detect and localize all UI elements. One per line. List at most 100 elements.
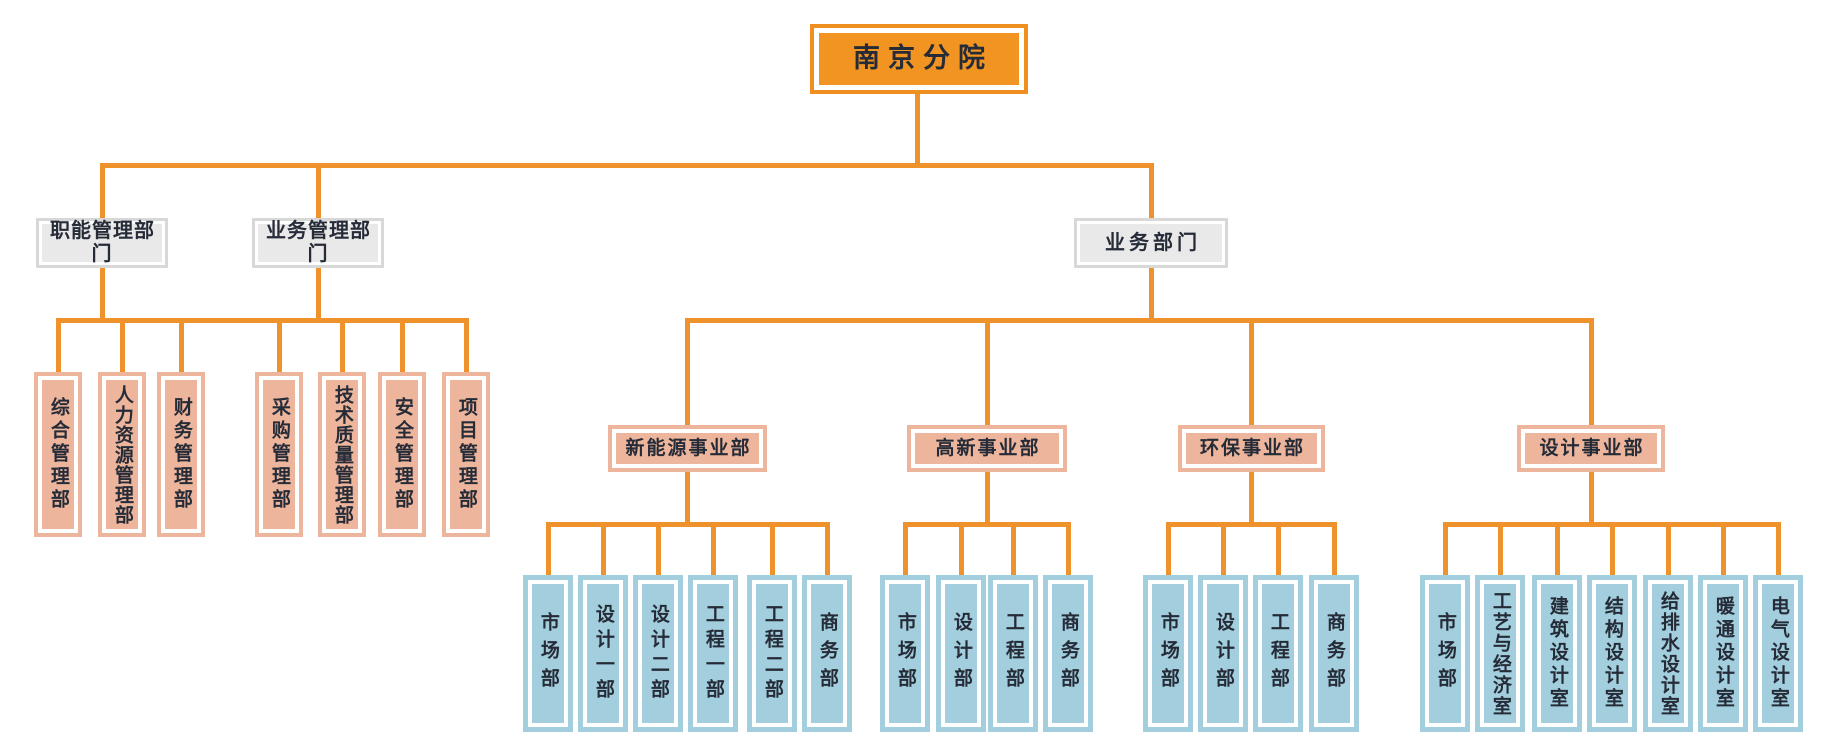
- connector-line-horizontal: [902, 522, 1071, 527]
- org-node-dept: 设计部: [1198, 575, 1248, 732]
- connector-line-horizontal: [545, 522, 830, 527]
- org-node-dept: 暖通设计室: [1698, 575, 1748, 732]
- org-node-branch: 职能管理部门: [36, 218, 168, 268]
- connector-line-vertical: [99, 268, 105, 323]
- org-node-branch: 业务部门: [1074, 218, 1228, 268]
- connector-line-vertical: [339, 318, 345, 372]
- connector-line-vertical: [463, 318, 469, 372]
- org-node-dept: 人力资源管理部: [98, 372, 146, 537]
- org-node-branch: 业务管理部门: [252, 218, 384, 268]
- connector-line-vertical: [1442, 522, 1448, 575]
- org-node-dept: 综合管理部: [34, 372, 82, 537]
- org-node-dept: 工程部: [1253, 575, 1303, 732]
- connector-line-vertical: [1665, 522, 1671, 575]
- org-node-dept: 给排水设计室: [1643, 575, 1693, 732]
- connector-line-vertical: [958, 522, 964, 575]
- node-label: 南京分院: [853, 43, 993, 74]
- connector-line-vertical: [1497, 522, 1503, 575]
- connector-line-vertical: [545, 522, 551, 575]
- node-label: 人力资源管理部: [111, 384, 133, 525]
- node-label: 技术质量管理部: [331, 384, 353, 525]
- node-label: 职能管理部门: [50, 220, 155, 265]
- connector-line-vertical: [984, 472, 990, 527]
- connector-line-vertical: [1588, 472, 1594, 527]
- node-label: 市场部: [537, 611, 559, 696]
- org-node-dept: 工程部: [988, 575, 1038, 732]
- node-label: 财务管理部: [170, 397, 192, 512]
- org-node-dept: 设计部: [936, 575, 986, 732]
- node-label: 工艺与经济室: [1489, 590, 1511, 717]
- connector-line-vertical: [315, 163, 321, 218]
- connector-line-horizontal: [1165, 522, 1337, 527]
- connector-line-vertical: [399, 318, 405, 372]
- connector-line-vertical: [1010, 522, 1016, 575]
- connector-line-vertical: [1331, 522, 1337, 575]
- node-label: 设计部: [950, 611, 972, 696]
- node-label: 工程部: [1267, 611, 1289, 696]
- connector-line-vertical: [710, 522, 716, 575]
- connector-line-vertical: [1775, 522, 1781, 575]
- connector-line-vertical: [55, 318, 61, 372]
- connector-line-vertical: [824, 522, 830, 575]
- node-label: 商务部: [1057, 611, 1079, 696]
- org-node-division: 设计事业部: [1517, 425, 1665, 472]
- node-label: 项目管理部: [455, 397, 477, 512]
- org-node-dept: 市场部: [1420, 575, 1470, 732]
- node-label: 综合管理部: [47, 397, 69, 512]
- org-node-dept: 工艺与经济室: [1475, 575, 1525, 732]
- node-label: 建筑设计室: [1546, 596, 1568, 711]
- org-node-division: 高新事业部: [907, 425, 1067, 472]
- connector-line-vertical: [99, 163, 105, 218]
- connector-line-vertical: [1249, 472, 1254, 527]
- connector-line-vertical: [1220, 522, 1226, 575]
- org-node-dept: 市场部: [1143, 575, 1193, 732]
- node-label: 商务部: [816, 611, 838, 696]
- node-label: 工程二部: [761, 603, 783, 704]
- org-node-dept: 市场部: [523, 575, 573, 732]
- connector-line-vertical: [902, 522, 908, 575]
- connector-line-vertical: [984, 318, 990, 425]
- connector-line-vertical: [1165, 522, 1171, 575]
- org-node-dept: 建筑设计室: [1532, 575, 1582, 732]
- node-label: 市场部: [894, 611, 916, 696]
- node-label: 工程一部: [702, 603, 724, 704]
- connector-line-vertical: [1148, 163, 1154, 218]
- org-node-dept: 电气设计室: [1753, 575, 1803, 732]
- node-label: 给排水设计室: [1657, 590, 1679, 717]
- connector-line-vertical: [1720, 522, 1726, 575]
- connector-line-vertical: [315, 268, 321, 323]
- connector-line-vertical: [1065, 522, 1071, 575]
- connector-line-horizontal: [55, 318, 469, 323]
- node-label: 业务部门: [1105, 231, 1201, 254]
- org-node-root: 南京分院: [810, 24, 1028, 94]
- node-label: 市场部: [1434, 611, 1456, 696]
- connector-line-vertical: [769, 522, 775, 575]
- node-label: 采购管理部: [268, 397, 290, 512]
- org-node-dept: 技术质量管理部: [318, 372, 366, 537]
- node-label: 设计二部: [647, 603, 669, 704]
- connector-line-vertical: [1609, 522, 1615, 575]
- org-node-dept: 工程二部: [747, 575, 797, 732]
- node-label: 新能源事业部: [625, 437, 752, 459]
- org-node-dept: 设计二部: [633, 575, 683, 732]
- connector-line-vertical: [119, 318, 125, 372]
- org-node-dept: 财务管理部: [157, 372, 205, 537]
- node-label: 结构设计室: [1601, 596, 1623, 711]
- node-label: 设计一部: [592, 603, 614, 704]
- node-label: 工程部: [1002, 611, 1024, 696]
- org-node-dept: 市场部: [880, 575, 930, 732]
- connector-line-vertical: [178, 318, 184, 372]
- node-label: 暖通设计室: [1712, 596, 1734, 711]
- connector-line-vertical: [1275, 522, 1281, 575]
- org-node-dept: 设计一部: [578, 575, 628, 732]
- node-label: 设计事业部: [1539, 437, 1645, 459]
- org-node-dept: 结构设计室: [1587, 575, 1637, 732]
- connector-line-vertical: [685, 318, 690, 425]
- node-label: 安全管理部: [391, 397, 413, 512]
- org-node-dept: 工程一部: [688, 575, 738, 732]
- node-label: 商务部: [1323, 611, 1345, 696]
- node-label: 环保事业部: [1199, 437, 1305, 459]
- connector-line-horizontal: [99, 163, 1154, 168]
- connector-line-vertical: [914, 94, 920, 168]
